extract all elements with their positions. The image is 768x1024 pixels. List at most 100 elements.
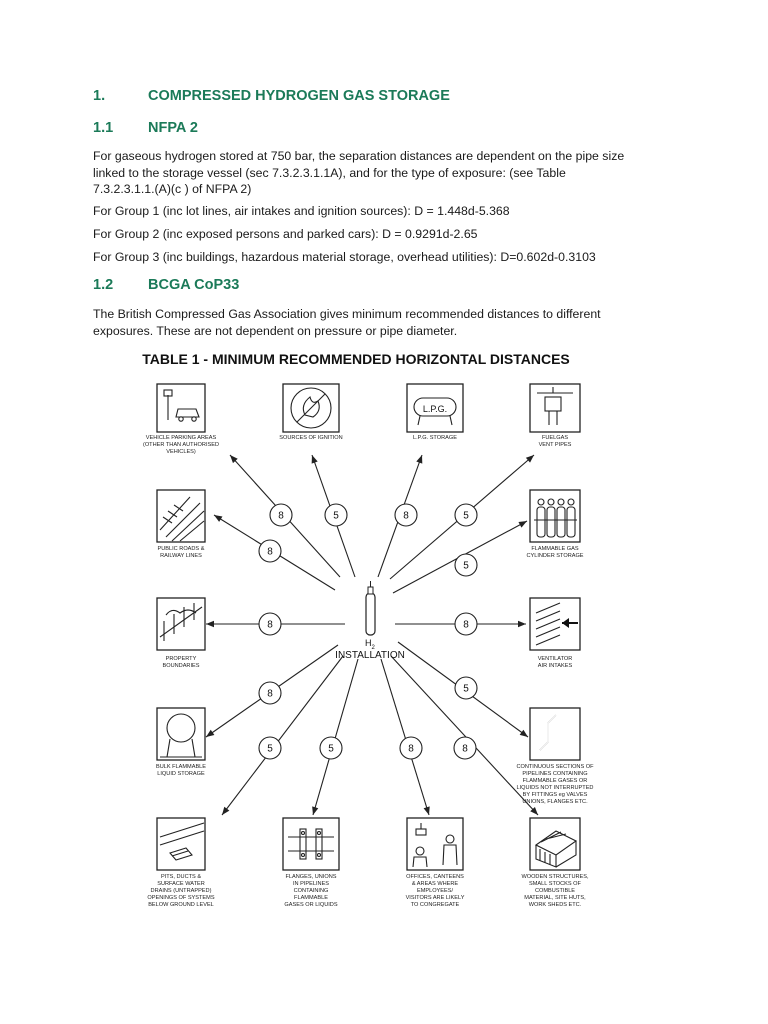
vehicle-parking-label: VEHICLE PARKING AREAS(OTHER THAN AUTHORI… [143, 435, 219, 455]
flanges-unions-arrowhead [312, 806, 319, 815]
continuous-pipelines-arrowhead [519, 729, 528, 737]
ventilator-air-intakes-arrowhead [518, 620, 526, 628]
sources-of-ignition-distance-value: 5 [333, 511, 339, 522]
vehicle-parking-distance-value: 8 [278, 511, 284, 522]
flanges-unions-distance-value: 5 [328, 744, 334, 755]
vent-pipe-icon [529, 383, 581, 433]
vehicle-parking-distance-circle [269, 503, 293, 527]
section-1-1-title: NFPA 2 [148, 120, 198, 136]
section-1-1-number: 1.1 [93, 120, 114, 136]
property-boundaries-distance-value: 8 [267, 620, 273, 631]
bcga-paragraph: The British Compressed Gas Association g… [93, 306, 693, 339]
section-1-2-number: 1.2 [93, 277, 114, 293]
public-roads-distance-value: 8 [267, 547, 273, 558]
flammable-cylinder-storage-arrowhead [518, 521, 527, 528]
offices-canteens-distance-circle [399, 736, 423, 760]
bcga-paragraph-line-2: exposures. These are not dependent on pr… [93, 323, 458, 338]
lpg-storage-distance-value: 8 [403, 511, 409, 522]
offices-canteens-arrowhead [423, 806, 430, 815]
section-1-number: 1. [93, 88, 106, 104]
section-1-1-heading: 1.1 NFPA 2 [93, 120, 198, 136]
people-office-icon [406, 817, 464, 871]
nfpa-paragraph-line-3: 7.3.2.3.1.1.(A)(c ) of NFPA 2) [93, 182, 252, 196]
pits-ducts-arrowhead [222, 806, 230, 815]
drain-pit-icon [156, 817, 206, 871]
bulk-flammable-liquid-arrowhead [206, 729, 215, 737]
center-symbol: H2 [365, 638, 376, 651]
fuelgas-vent-pipes-distance-circle [454, 503, 478, 527]
lpg-storage-distance-circle [394, 503, 418, 527]
pipe-flange-icon [282, 817, 340, 871]
section-1-title: COMPRESSED HYDROGEN GAS STORAGE [148, 88, 450, 104]
continuous-pipelines-distance-circle [454, 676, 478, 700]
pits-ducts-distance-circle [258, 736, 282, 760]
property-boundaries-arrowhead [206, 620, 214, 628]
distance-markers: 8 5 8 5 8 5 8 8 8 5 5 5 8 8 [258, 503, 478, 760]
exposure-labels: VEHICLE PARKING AREAS(OTHER THAN AUTHORI… [143, 435, 594, 908]
fuelgas-vent-pipes-arrowhead [525, 455, 534, 463]
pits-ducts-arrow-line [221, 655, 344, 816]
gas-cylinder-rack-icon [529, 489, 581, 543]
lpg-storage-arrowhead [416, 455, 423, 464]
sources-of-ignition-icon [282, 383, 340, 433]
wooden-structures-arrow-line [390, 655, 539, 816]
continuous-pipeline-icon [529, 707, 581, 761]
ventilator-air-intakes-distance-circle [454, 612, 478, 636]
vehicle-parking-arrowhead [230, 455, 238, 464]
public-roads-distance-circle [258, 539, 282, 563]
air-intake-icon [529, 597, 581, 651]
bulk-liquid-tank-icon [156, 707, 206, 761]
fuelgas-vent-pipes-distance-value: 5 [463, 511, 469, 522]
wooden-structure-icon [529, 817, 581, 871]
public-roads-icon [156, 489, 206, 543]
group-2-formula: For Group 2 (inc exposed persons and par… [93, 227, 478, 241]
separation-distance-diagram: TABLE 1 - MINIMUM RECOMMENDED HORIZONTAL… [142, 351, 594, 908]
wooden-structures-arrowhead [530, 806, 538, 815]
group-1-formula: For Group 1 (inc lot lines, air intakes … [93, 204, 510, 218]
sources-of-ignition-label: SOURCES OF IGNITION [279, 435, 342, 441]
group-3-formula: For Group 3 (inc buildings, hazardous ma… [93, 250, 596, 264]
offices-canteens-distance-value: 8 [408, 744, 414, 755]
wooden-structures-distance-value: 8 [462, 744, 468, 755]
bcga-paragraph-line-1: The British Compressed Gas Association g… [93, 307, 601, 321]
section-1-2-heading: 1.2 BCGA CoP33 [93, 277, 239, 293]
nfpa-paragraph-line-2: linked to the storage vessel (sec 7.3.2.… [93, 165, 566, 180]
hydrogen-cylinder-icon [365, 581, 376, 636]
section-1-heading: 1. COMPRESSED HYDROGEN GAS STORAGE [93, 88, 450, 104]
section-1-2-title: BCGA CoP33 [148, 277, 240, 293]
sources-of-ignition-arrowhead [311, 455, 318, 464]
public-roads-label: PUBLIC ROADS &RAILWAY LINES [158, 546, 205, 559]
offices-canteens-arrow-line [380, 658, 430, 816]
sources-of-ignition-distance-circle [324, 503, 348, 527]
flammable-cylinder-storage-distance-value: 5 [463, 561, 469, 572]
ventilator-air-intakes-distance-value: 8 [463, 620, 469, 631]
flammable-cylinder-storage-distance-circle [454, 553, 478, 577]
vehicle-parking-icon [156, 383, 206, 433]
wooden-structures-distance-circle [453, 736, 477, 760]
nfpa-paragraph: For gaseous hydrogen stored at 750 bar, … [93, 148, 693, 198]
flanges-unions-arrow-line [312, 658, 359, 816]
bulk-flammable-liquid-distance-value: 8 [267, 689, 273, 700]
diagram-title: TABLE 1 - MINIMUM RECOMMENDED HORIZONTAL… [142, 351, 570, 367]
center-label: INSTALLATION [335, 650, 405, 661]
continuous-pipelines-distance-value: 5 [463, 684, 469, 695]
lpg-storage-label: L.P.G. STORAGE [413, 435, 457, 441]
property-boundary-icon [156, 597, 206, 651]
lpg-label: L.P.G. [423, 404, 447, 414]
property-boundaries-distance-circle [258, 612, 282, 636]
bulk-flammable-liquid-distance-circle [258, 681, 282, 705]
flanges-unions-distance-circle [319, 736, 343, 760]
pits-ducts-distance-value: 5 [267, 744, 273, 755]
nfpa-paragraph-line-1: For gaseous hydrogen stored at 750 bar, … [93, 149, 625, 163]
public-roads-arrowhead [214, 515, 223, 522]
lpg-storage-icon: L.P.G. [406, 383, 464, 433]
